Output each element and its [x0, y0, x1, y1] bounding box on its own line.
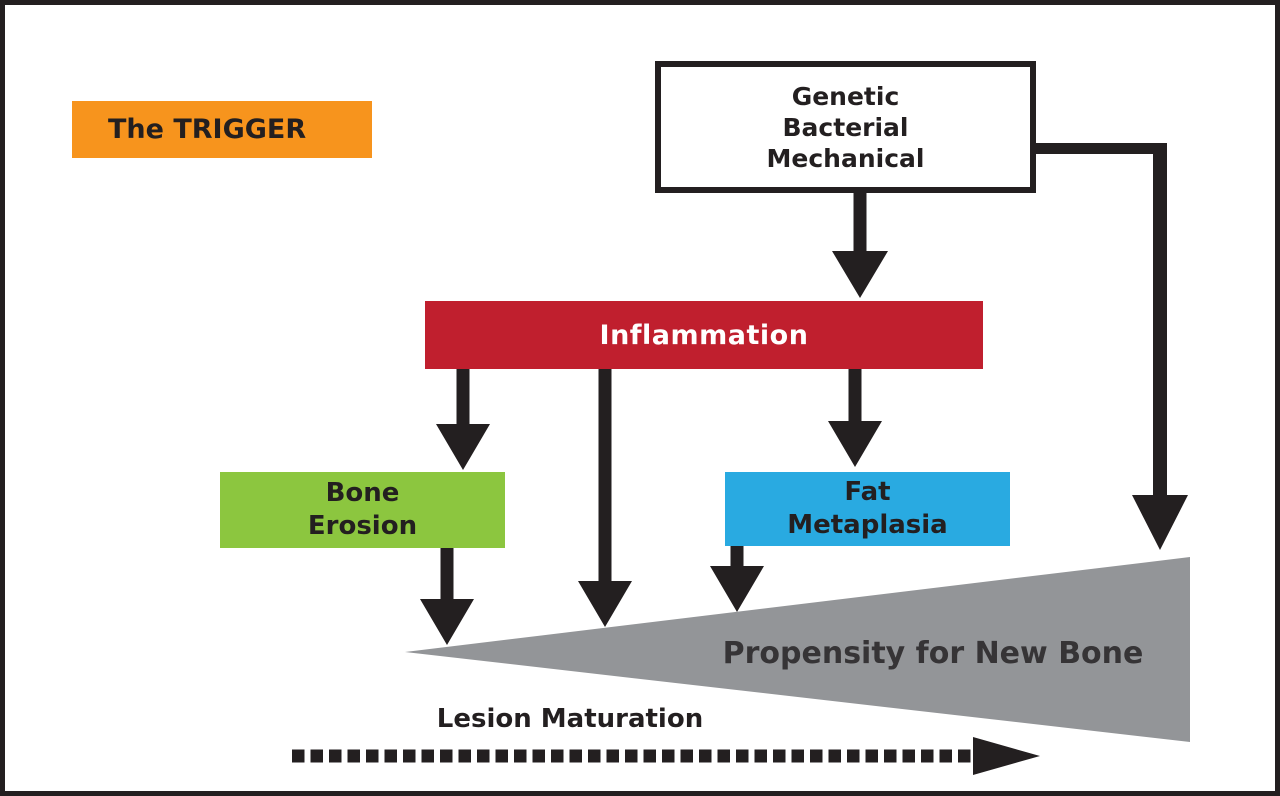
inflammation-box: Inflammation [425, 301, 983, 369]
causes-line-mechanical: Mechanical [766, 143, 925, 173]
lesion-maturation-text: Lesion Maturation [436, 704, 704, 734]
propensity-triangle [405, 557, 1190, 742]
trigger-label-box: The TRIGGER [72, 101, 372, 158]
trigger-label: The TRIGGER [108, 114, 307, 145]
arrow-bone-erosion-to-triangle [420, 543, 474, 645]
diagram-graphics [292, 143, 1190, 775]
fat-metaplasia-box: Fat Metaplasia [725, 472, 1010, 546]
inflammation-label: Inflammation [599, 319, 809, 351]
arrow-causes-to-inflammation [832, 193, 888, 298]
arrow-inflammation-to-fat-metaplasia [828, 364, 882, 467]
bone-erosion-line2: Erosion [307, 511, 418, 541]
arrow-causes-to-triangle [1031, 143, 1188, 550]
arrow-inflammation-to-triangle [578, 364, 632, 627]
lesion-maturation-arrowhead [973, 737, 1040, 775]
arrow-inflammation-to-bone-erosion [436, 364, 490, 470]
bone-erosion-line1: Bone [325, 478, 400, 508]
lesion-maturation-label: Lesion Maturation [415, 702, 725, 736]
causes-line-genetic: Genetic [791, 81, 900, 111]
fat-metaplasia-line1: Fat [844, 477, 891, 507]
bone-erosion-box: Bone Erosion [220, 472, 505, 548]
propensity-label: Propensity for New Bone [698, 633, 1168, 673]
arrow-fat-metaplasia-to-triangle [710, 541, 764, 612]
propensity-text: Propensity for New Bone [722, 635, 1144, 671]
fat-metaplasia-line2: Metaplasia [787, 510, 948, 540]
causes-line-bacterial: Bacterial [782, 112, 909, 142]
causes-box: Genetic Bacterial Mechanical [655, 61, 1036, 193]
